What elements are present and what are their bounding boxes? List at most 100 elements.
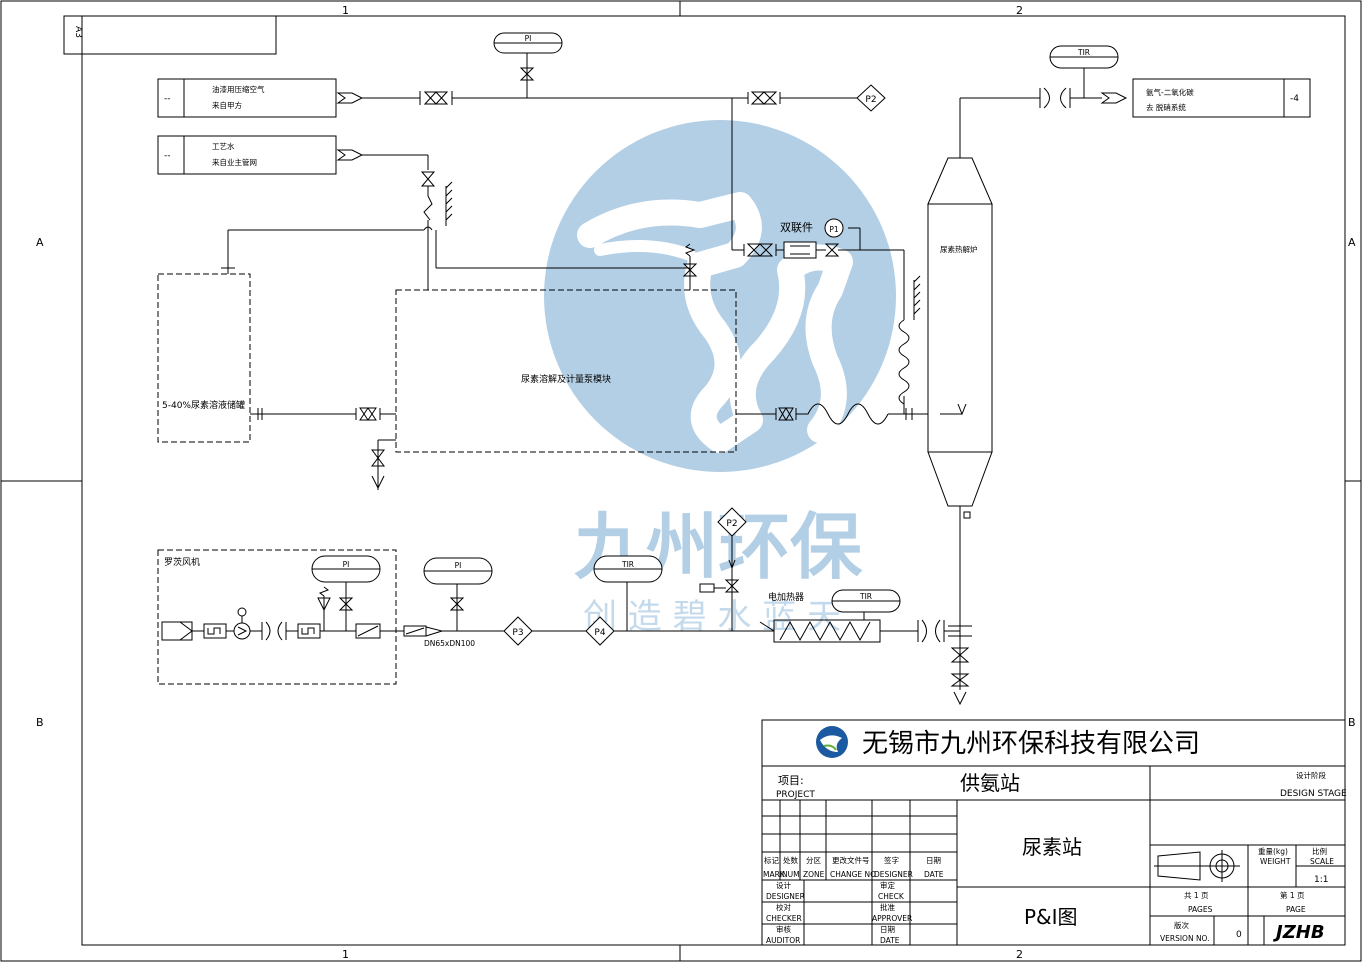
role-cn: 校对 xyxy=(776,902,791,912)
source-label: 油漆用压缩空气 xyxy=(212,84,265,94)
title-block xyxy=(761,719,1346,946)
blower-skid xyxy=(157,549,397,685)
sign-en: DESIGNER xyxy=(874,870,913,879)
row-marker: B xyxy=(36,716,44,729)
air-supply-line xyxy=(161,530,972,706)
compressed-air-line xyxy=(336,52,858,105)
date-en: DATE xyxy=(924,870,944,879)
p1-gauge-label: P1 xyxy=(829,225,839,234)
drawing-code: JZHB xyxy=(1273,922,1325,943)
tir-label: TIR xyxy=(859,592,872,601)
row-marker: A xyxy=(1348,236,1356,249)
sign-cn: 签字 xyxy=(884,855,899,865)
watermark-logo xyxy=(544,120,896,472)
p2-label: P2 xyxy=(726,519,737,529)
revision-headers: 标记 MARK 处数 NUM 分区 ZONE 更改文件号 CHANGE NO 签… xyxy=(763,855,944,879)
pressure-transmitter xyxy=(856,84,886,112)
stage-label-cn: 设计阶段 xyxy=(1296,770,1326,780)
outlet-label: 氨气-二氧化碳 xyxy=(1146,87,1194,97)
heater-temperature-indicator xyxy=(831,589,901,613)
version-label-en: VERSION NO. xyxy=(1160,934,1210,943)
zone-cn: 分区 xyxy=(806,856,821,865)
p4-transmitter xyxy=(585,616,615,646)
blower-pressure-indicator xyxy=(311,555,381,583)
source-code: -- xyxy=(164,94,171,104)
tir-label: TIR xyxy=(621,560,634,569)
heater-label: 电加热器 xyxy=(768,591,804,603)
dissolving-module xyxy=(395,289,737,453)
p4-label: P4 xyxy=(594,628,605,638)
mark-cn: 标记 xyxy=(764,855,779,865)
pi-label: PI xyxy=(455,561,462,570)
tir-outlet xyxy=(1049,45,1119,69)
company-logo xyxy=(816,726,848,758)
pages-label-cn: 共 1 页 xyxy=(1184,891,1209,900)
role-cn: 设计 xyxy=(776,880,791,890)
urea-feed-line xyxy=(736,403,967,425)
role-cn: 审核 xyxy=(776,924,791,934)
role-cn: 审定 xyxy=(880,880,895,890)
version-value: 0 xyxy=(1236,930,1242,940)
source-compressed-air xyxy=(157,78,337,118)
role-cn: 日期 xyxy=(880,925,895,934)
source-code: -- xyxy=(164,151,171,161)
column-marker: 1 xyxy=(342,948,349,961)
pi-label: PI xyxy=(343,560,350,569)
module-label: 尿素溶解及计量泵模块 xyxy=(521,373,611,385)
weight-label-en: WEIGHT xyxy=(1260,857,1291,866)
approval-roles: 设计 DESIGNER 校对 CHECKER 审核 AUDITOR 审定 CHE… xyxy=(766,880,912,945)
row-marker: B xyxy=(1348,716,1356,729)
company-name: 无锡市九州环保科技有限公司 xyxy=(862,729,1200,759)
source-process-water xyxy=(157,135,337,175)
role-cn: 批准 xyxy=(880,902,895,912)
watermark-slogan: 创 造 碧 水 蓝 天 xyxy=(583,597,841,637)
num-en: NUM xyxy=(782,870,800,879)
sheet-size: A3 xyxy=(73,26,83,38)
weight-label-cn: 重量(kg) xyxy=(1258,847,1288,856)
source-label: 来自甲方 xyxy=(212,100,242,110)
p2-transmitter-lower xyxy=(717,507,747,537)
change-cn: 更改文件号 xyxy=(832,855,870,865)
tank-outlet-line xyxy=(250,407,396,490)
version-label-cn: 版次 xyxy=(1174,920,1190,930)
pressure-indicator-label: PI xyxy=(525,34,532,43)
role-en: CHECK xyxy=(878,892,905,901)
hydrolyzer-label: 尿素热解炉 xyxy=(940,244,978,254)
line-pressure-indicator xyxy=(423,557,493,585)
role-en: DATE xyxy=(880,936,900,945)
project-label-cn: 项目: xyxy=(778,774,804,787)
process-water-line xyxy=(221,149,698,290)
outlet-code: -4 xyxy=(1290,94,1299,104)
column-marker: 1 xyxy=(342,4,349,17)
urea-storage-tank xyxy=(157,273,251,443)
role-en: APPROVER xyxy=(872,914,912,923)
change-en: CHANGE NO xyxy=(830,870,876,879)
tank-label: 5-40%尿素溶液储罐 xyxy=(162,399,245,411)
project-label-en: PROJECT xyxy=(776,790,815,800)
role-en: DESIGNER xyxy=(766,892,805,901)
role-en: CHECKER xyxy=(766,914,802,923)
column-marker: 2 xyxy=(1016,4,1023,17)
role-en: AUDITOR xyxy=(766,936,800,945)
zone-en: ZONE xyxy=(803,870,825,879)
pressure-indicator xyxy=(493,32,563,54)
source-label: 工艺水 xyxy=(212,141,235,151)
page-label-cn: 第 1 页 xyxy=(1280,890,1305,900)
p1-gauge xyxy=(824,218,844,238)
temperature-indicator xyxy=(593,555,663,583)
scale-value: 1:1 xyxy=(1314,875,1328,885)
reducer-label: DN65xDN100 xyxy=(424,639,475,648)
stage-label-en: DESIGN STAGE xyxy=(1280,789,1347,799)
project-name: 供氨站 xyxy=(960,771,1020,795)
page-label-en: PAGE xyxy=(1286,905,1306,914)
blower-label: 罗茨风机 xyxy=(164,556,200,568)
mark-en: MARK xyxy=(763,870,786,879)
outlet-box xyxy=(1132,78,1311,118)
p3-label: P3 xyxy=(512,628,523,638)
num-cn: 处数 xyxy=(783,855,798,865)
source-label: 来自业主管网 xyxy=(212,157,257,167)
outlet-label: 去 脱硝系统 xyxy=(1146,102,1186,112)
scale-label-en: SCALE xyxy=(1310,857,1334,866)
pages-label-en: PAGES xyxy=(1188,905,1213,914)
